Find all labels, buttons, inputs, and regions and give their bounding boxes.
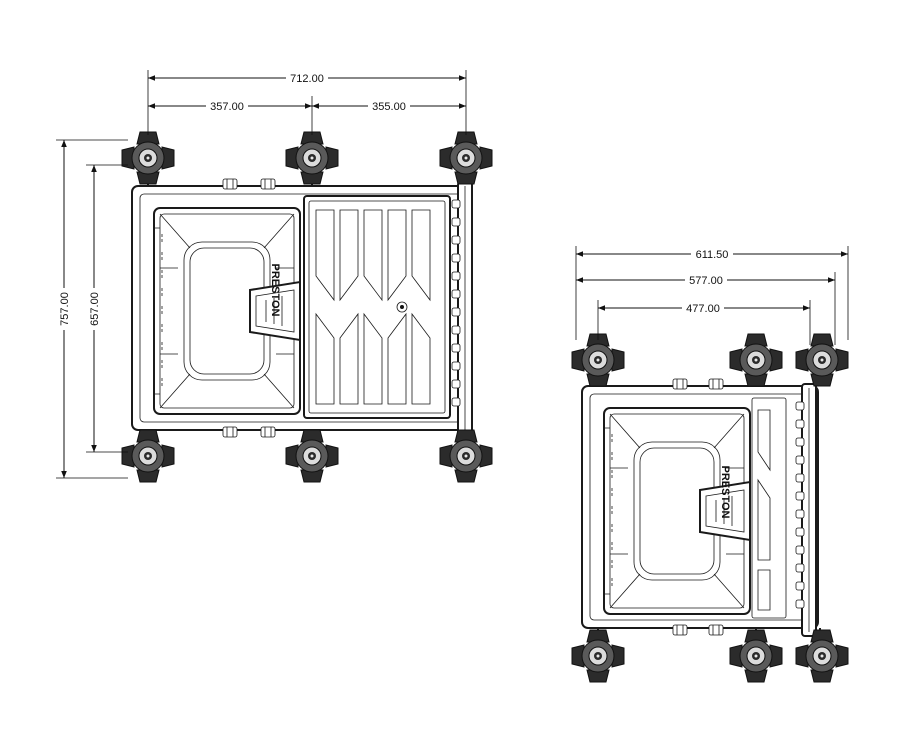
leg-knob-icon xyxy=(285,429,339,483)
right-rail xyxy=(795,383,817,637)
svg-text:477.00: 477.00 xyxy=(686,303,720,315)
svg-text:357.00: 357.00 xyxy=(210,101,244,113)
dim-right-inner-width: 477.00 xyxy=(597,300,811,345)
right-tray-label: PRESTON xyxy=(719,466,731,519)
dim-left-inner-depth: 657.00 xyxy=(86,164,128,453)
left-tray-label: PRESTON xyxy=(269,264,281,317)
leg-knob-icon xyxy=(439,131,493,185)
dim-right-mid-width: 577.00 xyxy=(576,272,836,345)
dim-left-overall-depth: 757.00 xyxy=(56,139,128,479)
leg-knob-icon xyxy=(729,333,783,387)
dim-left-overall-width: 712.00 xyxy=(147,70,467,135)
left-mesh-panel xyxy=(303,195,451,419)
svg-text:355.00: 355.00 xyxy=(372,101,406,113)
dim-right-half: 355.00 xyxy=(312,99,466,113)
leg-knob-icon xyxy=(795,629,849,683)
dim-left-half: 357.00 xyxy=(148,96,313,135)
svg-text:712.00: 712.00 xyxy=(290,73,324,85)
right-view: PRESTON 611.50 577.00 477.00 xyxy=(571,246,849,683)
left-rail xyxy=(451,181,473,435)
svg-text:577.00: 577.00 xyxy=(689,275,723,287)
leg-knob-icon xyxy=(729,629,783,683)
dim-right-overall-width: 611.50 xyxy=(575,246,849,340)
leg-knob-icon xyxy=(121,429,175,483)
svg-text:611.50: 611.50 xyxy=(696,249,729,261)
svg-text:657.00: 657.00 xyxy=(89,292,101,326)
leg-knob-icon xyxy=(285,131,339,185)
leg-knob-icon xyxy=(121,131,175,185)
svg-text:757.00: 757.00 xyxy=(59,292,71,326)
leg-knob-icon xyxy=(571,629,625,683)
leg-knob-icon xyxy=(571,333,625,387)
left-view: PRESTON 712.00 357.00 355.00 xyxy=(56,70,493,483)
leg-knob-icon xyxy=(439,429,493,483)
leg-knob-icon xyxy=(795,333,849,387)
